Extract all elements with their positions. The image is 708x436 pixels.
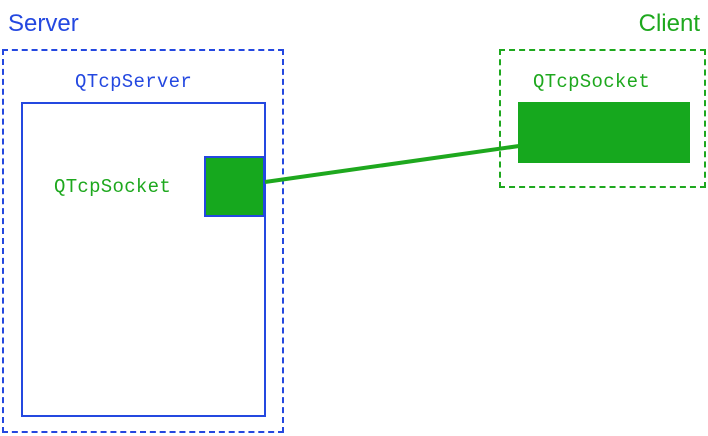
client-title: Client <box>638 10 700 37</box>
qtcpserver-box <box>21 102 266 417</box>
qtcpserver-label: QTcpServer <box>75 71 193 93</box>
socket-connection-line <box>264 144 520 184</box>
client-socket-label: QTcpSocket <box>533 71 651 93</box>
server-socket-label: QTcpSocket <box>54 176 172 198</box>
client-region <box>499 49 706 188</box>
server-title: Server <box>8 10 79 37</box>
client-socket-box <box>518 102 690 163</box>
server-region <box>2 49 284 433</box>
server-socket-box <box>204 156 265 217</box>
